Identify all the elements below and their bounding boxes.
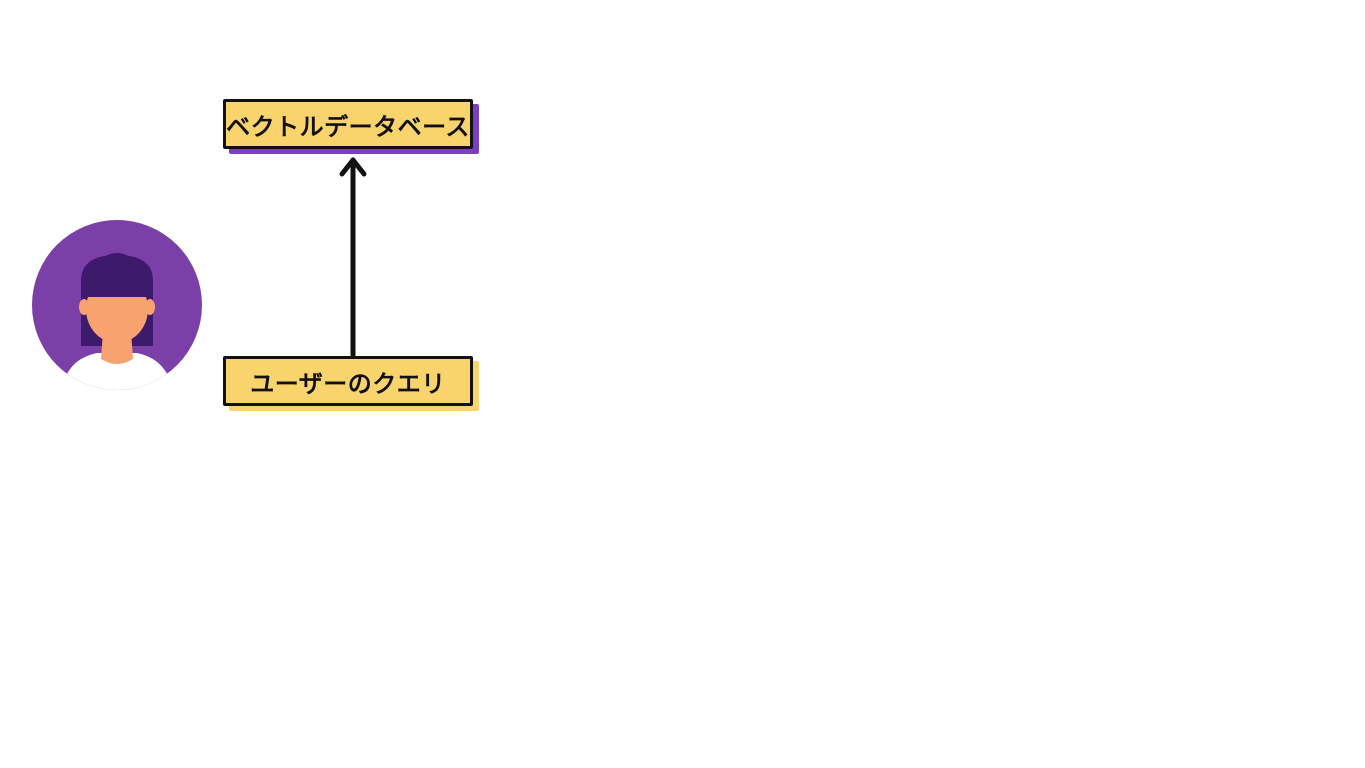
user-avatar-icon: [31, 219, 203, 391]
avatar-bangs: [83, 259, 151, 297]
vector-database-node: ベクトルデータベース: [223, 99, 479, 154]
user-query-node: ユーザーのクエリ: [223, 356, 479, 411]
avatar-ear-left: [79, 299, 89, 315]
avatar-hair-top: [104, 253, 130, 267]
arrow-up-icon: [339, 157, 367, 358]
vector-database-label: ベクトルデータベース: [223, 99, 473, 149]
user-avatar-graphic: [32, 220, 202, 390]
user-query-label: ユーザーのクエリ: [223, 356, 473, 406]
avatar-ear-right: [145, 299, 155, 315]
avatar-shirt: [61, 353, 173, 390]
arrow-head: [339, 157, 367, 177]
